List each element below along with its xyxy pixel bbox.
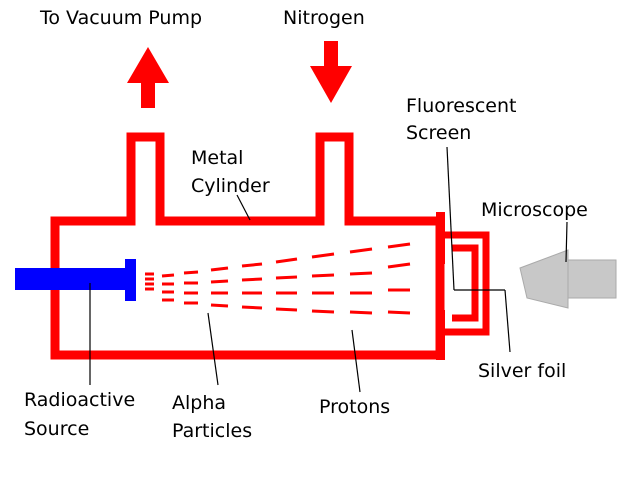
label-alpha-line1: Alpha <box>172 392 226 414</box>
label-radioactive-line2: Source <box>24 418 89 440</box>
label-protons: Protons <box>319 396 390 418</box>
fluorescent-screen-housing <box>444 231 490 336</box>
label-metal-line2: Cylinder <box>191 175 270 197</box>
particle-spray <box>145 242 411 315</box>
label-fluorescent-line1: Fluorescent <box>406 95 516 117</box>
radioactive-source-cap <box>125 259 136 301</box>
label-microscope: Microscope <box>481 199 588 221</box>
metal-cylinder <box>50 132 445 360</box>
label-metal-line1: Metal <box>191 147 243 169</box>
label-silver-foil: Silver foil <box>478 360 566 382</box>
label-radioactive-line1: Radioactive <box>24 389 135 411</box>
leader-lines <box>89 146 568 393</box>
label-fluorescent-line2: Screen <box>406 122 471 144</box>
label-nitrogen: Nitrogen <box>283 7 365 29</box>
fluorescent-screen <box>436 212 445 264</box>
arrow-up-icon <box>127 47 169 108</box>
silver-foil-plate <box>436 310 445 360</box>
radioactive-source-rod <box>15 268 128 290</box>
arrow-down-icon <box>310 41 352 103</box>
microscope-icon <box>519 249 617 309</box>
label-vacuum-pump: To Vacuum Pump <box>39 7 202 29</box>
label-alpha-line2: Particles <box>172 420 252 442</box>
